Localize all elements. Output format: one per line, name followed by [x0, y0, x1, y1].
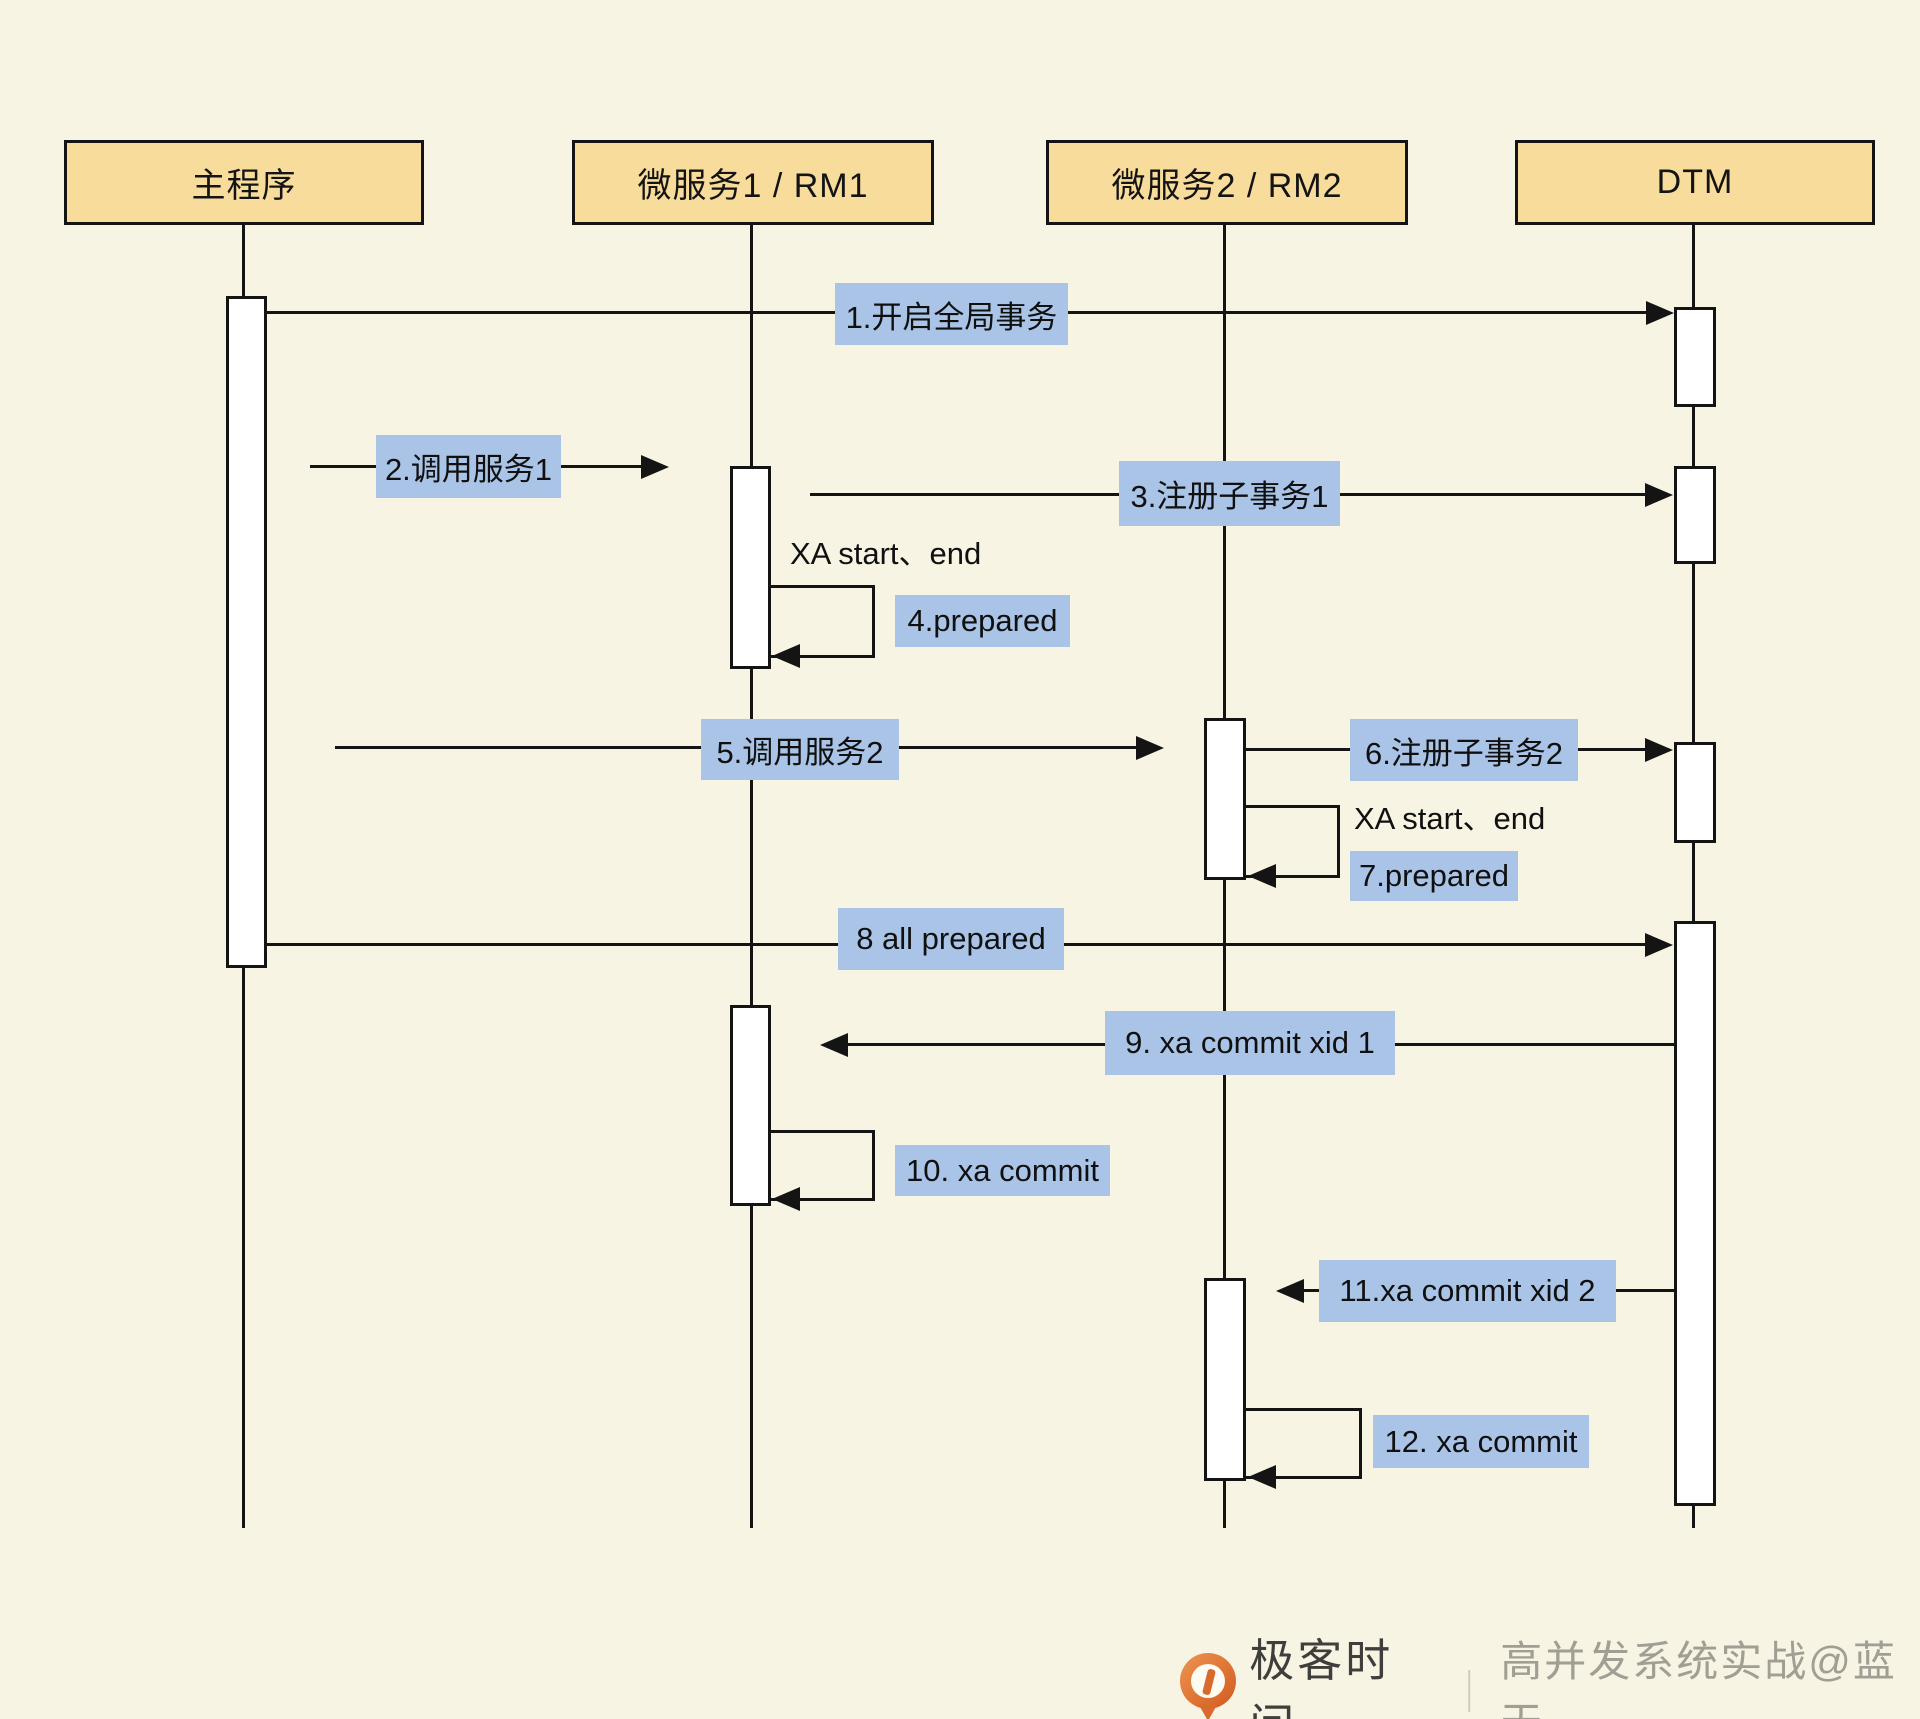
- message-10-label: 10. xa commit: [895, 1145, 1110, 1196]
- geektime-logo-icon: [1180, 1653, 1236, 1719]
- lifeline-dtm: [1692, 225, 1695, 1528]
- message-8-arrowhead-icon: [1645, 933, 1673, 957]
- message-8-label: 8 all prepared: [838, 908, 1064, 970]
- message-3-arrowhead-icon: [1645, 483, 1673, 507]
- activation-dtm-2: [1674, 466, 1716, 564]
- message-1-label: 1.开启全局事务: [835, 283, 1068, 345]
- xa-note-1: XA start、end: [790, 536, 982, 571]
- message-9-label: 9. xa commit xid 1: [1105, 1011, 1395, 1075]
- message-9-arrowhead-icon: [820, 1033, 848, 1057]
- self-message-7-loop: [1246, 805, 1340, 878]
- message-3-label: 3.注册子事务1: [1119, 461, 1340, 526]
- activation-dtm-1: [1674, 307, 1716, 407]
- message-5-arrowhead-icon: [1136, 736, 1164, 760]
- actor-microservice1: 微服务1 / RM1: [572, 140, 934, 225]
- message-1-arrowhead-icon: [1646, 301, 1674, 325]
- message-5-label: 5.调用服务2: [701, 719, 899, 780]
- message-12-label: 12. xa commit: [1373, 1415, 1589, 1468]
- actor-dtm: DTM: [1515, 140, 1875, 225]
- footer-divider: ｜: [1448, 1668, 1491, 1716]
- actor-microservice1-label: 微服务1 / RM1: [637, 167, 869, 205]
- actor-microservice2: 微服务2 / RM2: [1046, 140, 1408, 225]
- message-11-arrowhead-icon: [1276, 1279, 1304, 1303]
- message-6-arrowhead-icon: [1645, 738, 1673, 762]
- activation-microservice1-1: [730, 466, 771, 669]
- footer-watermark: 极客时间 ｜ 高并发系统实战@蓝天: [1180, 1624, 1920, 1719]
- message-2-arrowhead-icon: [641, 455, 669, 479]
- message-7-arrowhead-icon: [1248, 864, 1276, 888]
- activation-main-program: [226, 296, 267, 968]
- message-11-label: 11.xa commit xid 2: [1319, 1260, 1616, 1322]
- actor-main-program-label: 主程序: [191, 167, 297, 205]
- message-6-label: 6.注册子事务2: [1350, 719, 1578, 781]
- activation-dtm-main: [1674, 921, 1716, 1506]
- message-2-label: 2.调用服务1: [376, 435, 561, 498]
- actor-microservice2-label: 微服务2 / RM2: [1111, 167, 1343, 205]
- message-10-arrowhead-icon: [772, 1187, 800, 1211]
- xa-note-2: XA start、end: [1354, 801, 1546, 836]
- footer-brand: 极客时间: [1249, 1635, 1394, 1719]
- self-message-10-loop: [770, 1130, 875, 1201]
- self-message-4-loop: [770, 585, 875, 658]
- self-message-12-loop: [1246, 1408, 1362, 1479]
- message-4-label: 4.prepared: [895, 595, 1070, 647]
- message-7-label: 7.prepared: [1350, 851, 1518, 901]
- activation-dtm-3: [1674, 742, 1716, 843]
- actor-dtm-label: DTM: [1656, 163, 1734, 201]
- message-4-arrowhead-icon: [772, 644, 800, 668]
- actor-main-program: 主程序: [64, 140, 424, 225]
- activation-microservice1-2: [730, 1005, 771, 1206]
- message-12-arrowhead-icon: [1248, 1465, 1276, 1489]
- activation-microservice2-1: [1204, 718, 1246, 880]
- footer-credit: 高并发系统实战@蓝天: [1500, 1638, 1897, 1719]
- lifeline-microservice1: [750, 225, 753, 1528]
- activation-microservice2-2: [1204, 1278, 1246, 1481]
